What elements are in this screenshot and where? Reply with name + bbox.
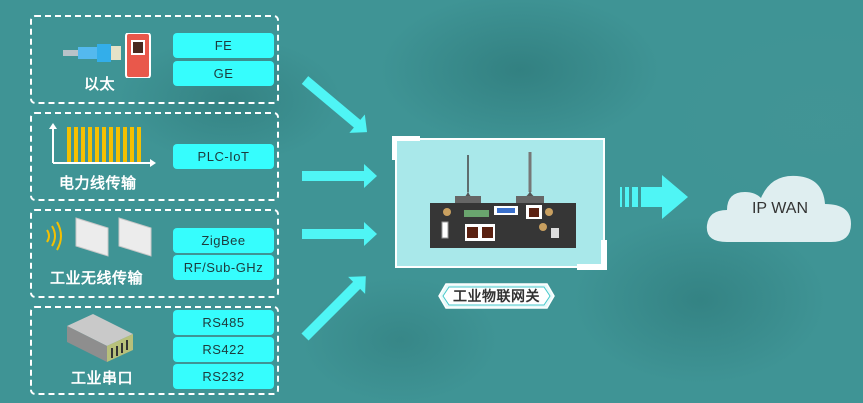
corner-decoration <box>392 136 397 160</box>
cloud-label: IP WAN <box>751 200 808 217</box>
arrow-wireless-to-gateway <box>302 222 377 246</box>
gateway-label-badge: 工业物联网关 <box>438 283 555 309</box>
corner-decoration <box>392 136 420 141</box>
wireless-wall-icon <box>43 216 158 261</box>
protocol-rs485: RS485 <box>173 310 274 335</box>
protocol-rs232: RS232 <box>173 364 274 389</box>
group-label-powerline: 电力线传输 <box>59 175 137 192</box>
gateway-label: 工业物联网关 <box>453 288 540 304</box>
group-label-wireless: 工业无线传输 <box>50 270 144 287</box>
arrow-gateway-to-cloud <box>620 175 690 219</box>
serial-module-icon <box>63 312 135 364</box>
group-serial <box>30 306 279 395</box>
corner-decoration <box>577 264 607 270</box>
cloud-icon <box>705 170 855 250</box>
protocol-rs422: RS422 <box>173 337 274 362</box>
group-label-serial: 工业串口 <box>71 370 134 387</box>
protocol-zigbee: ZigBee <box>173 228 274 253</box>
ethernet-cable-icon <box>63 32 153 79</box>
protocol-fe: FE <box>173 33 274 58</box>
arrow-ethernet-to-gateway <box>301 76 362 129</box>
protocol-rf-sub-ghz: RF/Sub-GHz <box>173 255 274 280</box>
powerline-signal-icon <box>48 123 158 168</box>
arrow-serial-to-gateway <box>301 280 362 341</box>
group-powerline <box>30 112 279 201</box>
protocol-ge: GE <box>173 61 274 86</box>
group-ethernet <box>30 15 279 104</box>
gateway-device-icon <box>430 152 576 248</box>
group-label-ethernet: 以太 <box>84 76 116 93</box>
group-wireless <box>30 209 279 298</box>
corner-decoration <box>601 240 607 270</box>
arrow-powerline-to-gateway <box>302 164 377 188</box>
protocol-plc-iot: PLC-IoT <box>173 144 274 169</box>
